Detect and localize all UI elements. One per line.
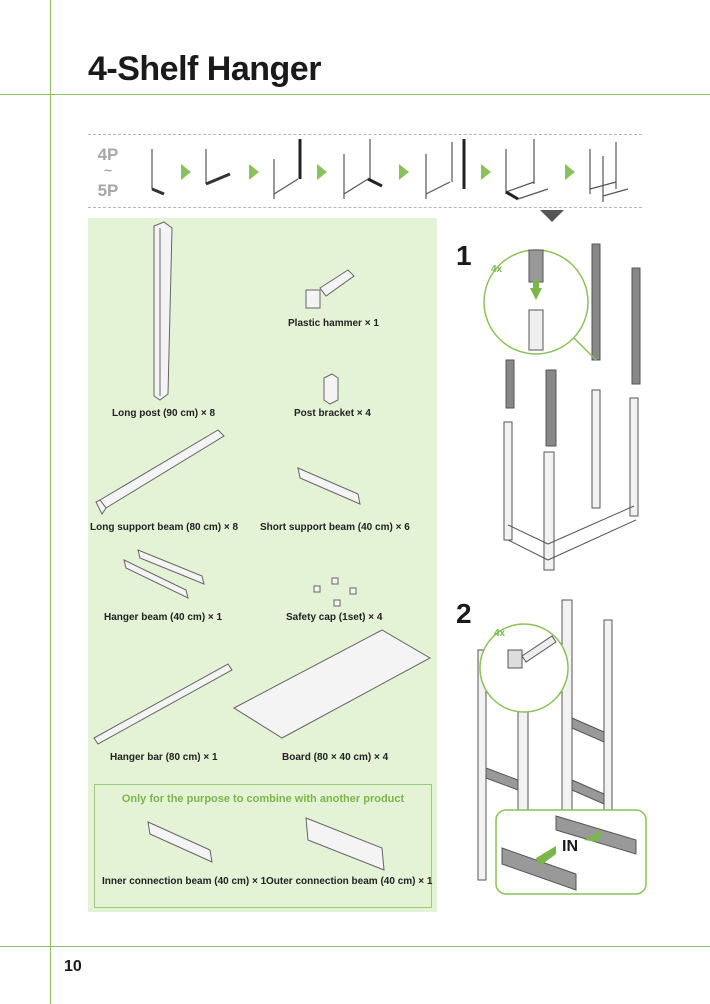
step-2-number: 2 [456, 598, 472, 629]
step-2-qty: 4x [494, 628, 506, 639]
safety-cap-illustration [313, 585, 321, 593]
inner-connection-beam-illustration [147, 821, 213, 863]
parts-illustrations [93, 221, 432, 745]
page-number: 10 [64, 958, 82, 975]
combination-title: Only for the purpose to combine with ano… [121, 793, 405, 805]
parts-panel [88, 218, 437, 912]
step-2-in-callout: IN [562, 838, 578, 855]
header-rule [0, 94, 710, 95]
footer-rule [0, 946, 710, 947]
inner-connection-beam-label: Inner connection beam (40 cm) × 1 [102, 876, 267, 887]
assembly-sequence-band: 4P ~ 5P [88, 134, 642, 208]
sequence-diagram [151, 139, 629, 222]
board-illustration [232, 629, 432, 739]
part-label-post-bracket: Post bracket × 4 [294, 408, 371, 419]
part-label-long-post: Long post (90 cm) × 8 [112, 408, 216, 419]
plastic-hammer-illustration [319, 269, 355, 297]
step-2-diagram [477, 599, 647, 895]
part-label-board: Board (80 × 40 cm) × 4 [282, 752, 389, 763]
step-1-number: 1 [456, 240, 472, 271]
part-label-long-support-beam: Long support beam (80 cm) × 8 [90, 522, 239, 533]
combination-parts-box: Only for the purpose to combine with ano… [94, 784, 432, 908]
long-post-illustration [153, 221, 173, 401]
part-label-short-support-beam: Short support beam (40 cm) × 6 [260, 522, 410, 533]
part-label-safety-cap: Safety cap (1set) × 4 [286, 612, 383, 623]
part-label-plastic-hammer: Plastic hammer × 1 [288, 318, 379, 329]
outer-connection-beam-illustration [305, 817, 385, 871]
short-support-beam-illustration [297, 467, 361, 505]
part-label-hanger-bar: Hanger bar (80 cm) × 1 [110, 752, 218, 763]
post-bracket-illustration [323, 373, 339, 405]
sequence-label-bottom: 5P [97, 181, 119, 200]
sequence-label-top: 4P [97, 145, 119, 164]
long-support-beam-illustration [99, 429, 225, 509]
page-title: 4-Shelf Hanger [88, 50, 321, 88]
hanger-bar-illustration [93, 663, 233, 745]
part-label-hanger-beam: Hanger beam (40 cm) × 1 [104, 612, 223, 623]
combination-illustrations [147, 817, 385, 871]
step-1-qty: 4x [491, 264, 503, 275]
outer-connection-beam-label: Outer connection beam (40 cm) × 1 [266, 876, 433, 887]
hanger-beam-illustration [137, 549, 205, 585]
sequence-label-mid: ~ [103, 162, 113, 178]
margin-line-vertical [50, 0, 51, 1004]
step-1-diagram [483, 243, 641, 571]
